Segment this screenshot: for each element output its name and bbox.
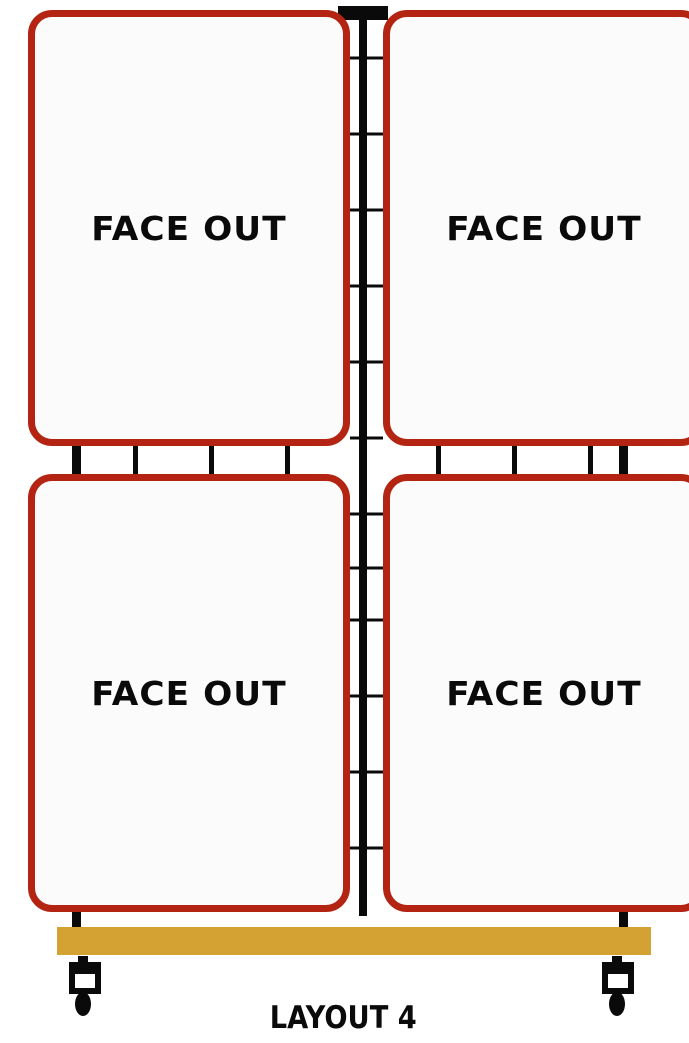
mid-row-connectors bbox=[72, 446, 628, 474]
right-caster-icon bbox=[602, 956, 634, 1016]
panel-top-left: FACE OUT bbox=[28, 10, 350, 446]
panel-label: FACE OUT bbox=[446, 673, 642, 713]
panel-label: FACE OUT bbox=[446, 208, 642, 248]
panel-label: FACE OUT bbox=[91, 208, 287, 248]
panel-bottom-right: FACE OUT bbox=[383, 474, 689, 912]
left-leg bbox=[72, 910, 81, 930]
layout-caption: LAYOUT 4 bbox=[269, 1000, 417, 1036]
panel-bottom-left: FACE OUT bbox=[28, 474, 350, 912]
left-caster-icon bbox=[69, 956, 101, 1016]
panel-label: FACE OUT bbox=[91, 673, 287, 713]
center-pole bbox=[359, 6, 367, 916]
center-crossbars bbox=[350, 56, 383, 850]
right-leg bbox=[619, 910, 628, 930]
panel-top-right: FACE OUT bbox=[383, 10, 689, 446]
base-shelf bbox=[57, 927, 651, 955]
